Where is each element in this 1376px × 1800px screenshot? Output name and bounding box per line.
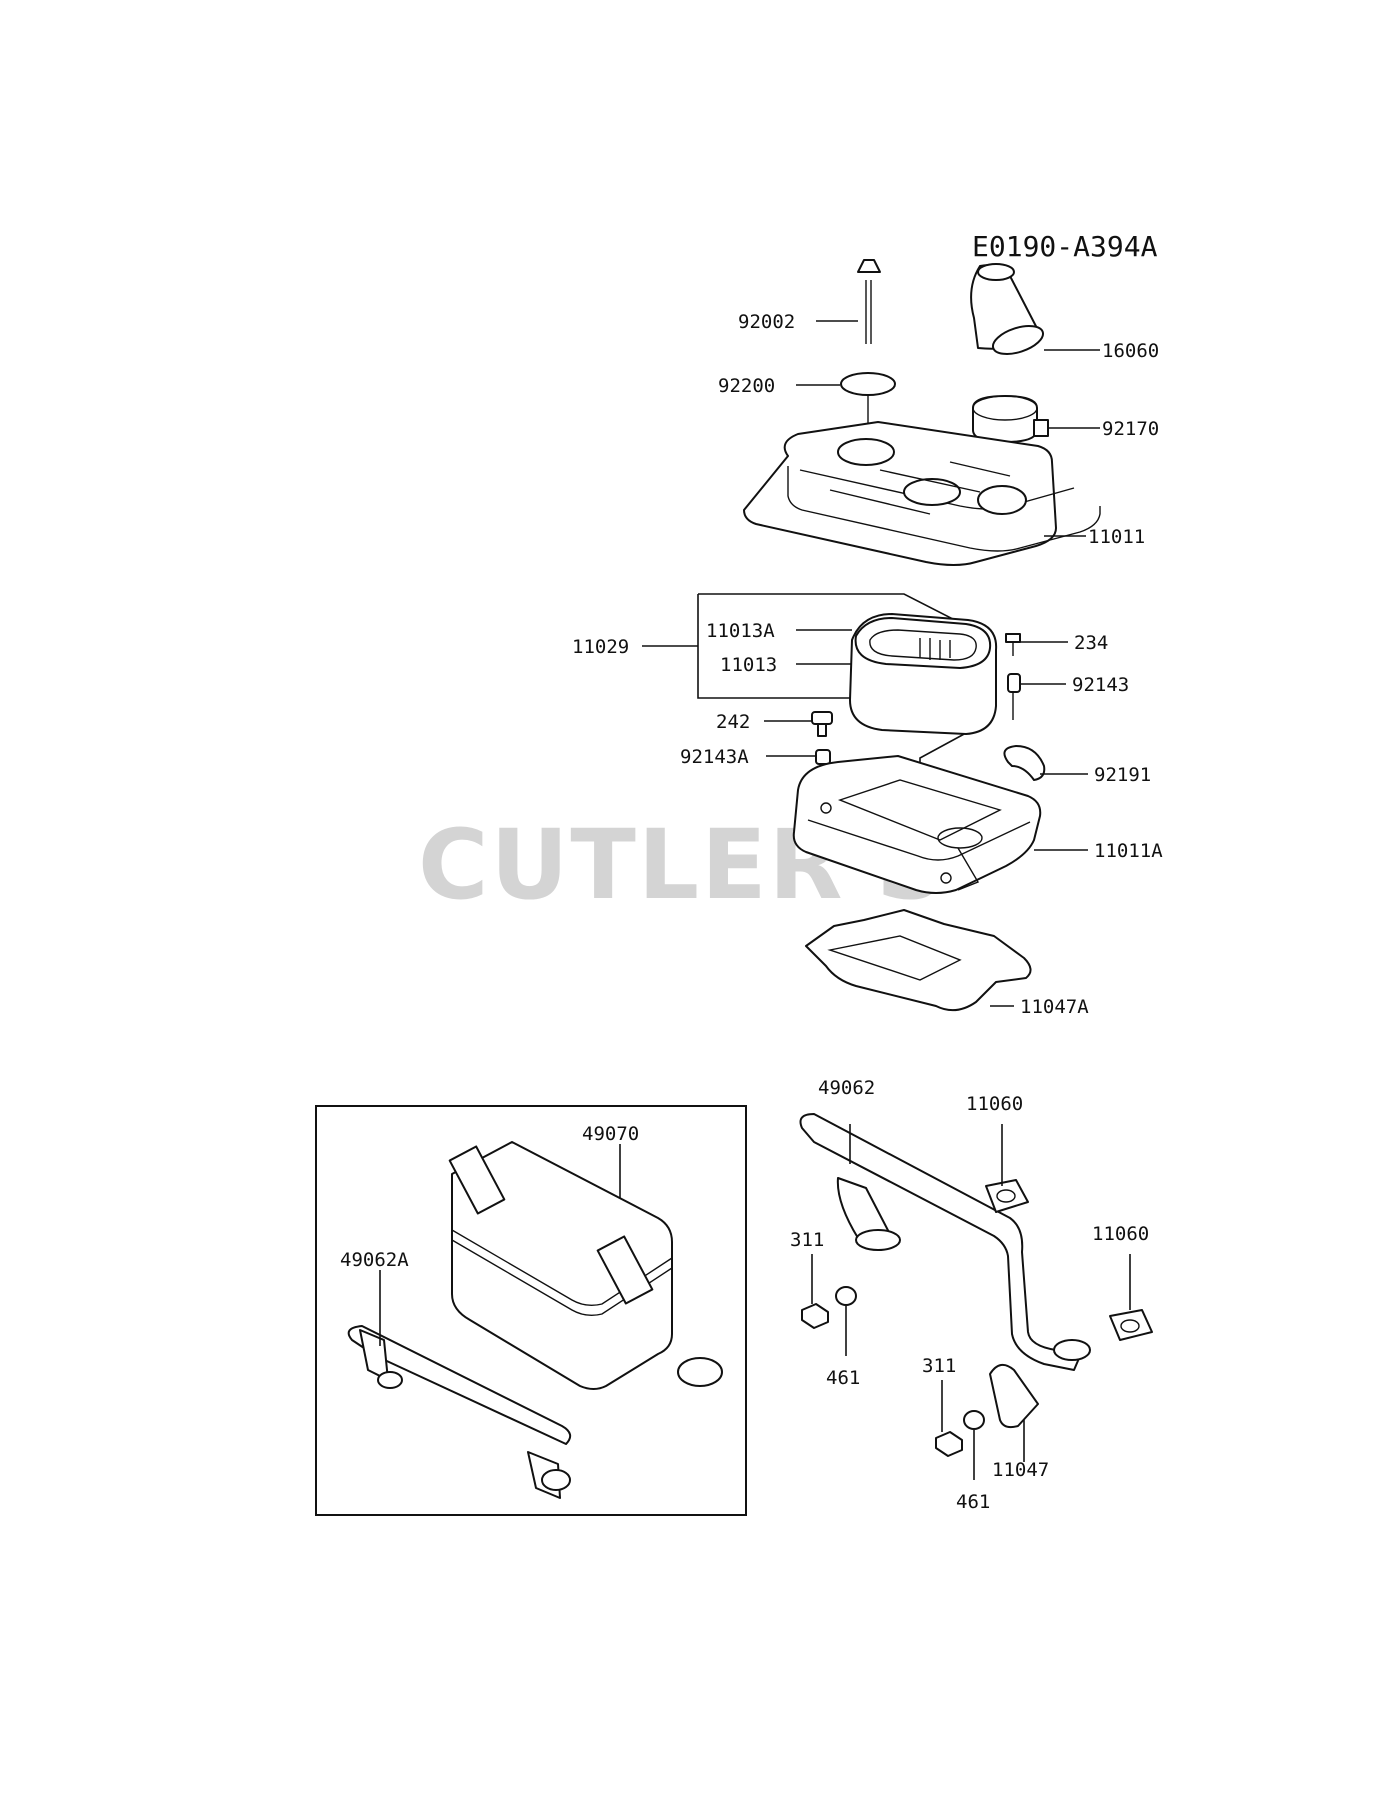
part-311-nut-right (935, 1431, 963, 1457)
part-49062-pipe (799, 1113, 1091, 1371)
label-461-left: 461 (826, 1367, 860, 1389)
label-16060: 16060 (1102, 340, 1159, 362)
label-11047A: 11047A (1020, 996, 1089, 1018)
label-311-left: 311 (790, 1229, 824, 1251)
part-461-washer-right (963, 1410, 985, 1430)
label-49062A: 49062A (340, 1249, 409, 1271)
part-92200-washer (840, 372, 896, 396)
part-11060-gasket-upper (985, 1179, 1029, 1213)
part-49062A-pipe (347, 1325, 572, 1499)
label-92170: 92170 (1102, 418, 1159, 440)
label-49070: 49070 (582, 1123, 639, 1145)
diagram-code: E0190-A394A (972, 230, 1158, 263)
part-11047-bracket (989, 1363, 1039, 1429)
label-242: 242 (716, 711, 750, 733)
part-92170-clamp (972, 395, 1049, 443)
label-11029: 11029 (572, 636, 629, 658)
label-92191: 92191 (1094, 764, 1151, 786)
part-92143A-collar (815, 749, 831, 765)
part-11011-cover (743, 421, 1101, 566)
label-11060-lower: 11060 (1092, 1223, 1149, 1245)
label-49062: 49062 (818, 1077, 875, 1099)
label-11011A: 11011A (1094, 840, 1163, 862)
label-92002: 92002 (738, 311, 795, 333)
part-11013-filter (849, 613, 998, 735)
label-461-right: 461 (956, 1491, 990, 1513)
part-49070-muffler (448, 1141, 723, 1390)
part-16060-elbow (970, 263, 1045, 355)
part-311-nut-left (801, 1303, 829, 1329)
part-242-bolt (811, 711, 833, 737)
part-92191-hose (1003, 745, 1046, 781)
part-92143-collar (1007, 673, 1021, 693)
label-11011: 11011 (1088, 526, 1145, 548)
part-11047A-plate (805, 909, 1032, 1012)
part-234-screw (1005, 633, 1021, 656)
part-11011A-base (792, 755, 1042, 894)
label-311-right: 311 (922, 1355, 956, 1377)
label-11047: 11047 (992, 1459, 1049, 1481)
part-92002-bolt (857, 259, 881, 344)
part-461-washer-left (835, 1286, 857, 1306)
label-92200: 92200 (718, 375, 775, 397)
label-92143A: 92143A (680, 746, 749, 768)
label-234: 234 (1074, 632, 1108, 654)
label-11060-upper: 11060 (966, 1093, 1023, 1115)
label-11013: 11013 (720, 654, 777, 676)
muffler-group-box (315, 1105, 747, 1516)
leader-lines (379, 320, 1131, 1480)
label-92143: 92143 (1072, 674, 1129, 696)
label-11013A: 11013A (706, 620, 775, 642)
part-11060-gasket-lower (1109, 1309, 1153, 1341)
